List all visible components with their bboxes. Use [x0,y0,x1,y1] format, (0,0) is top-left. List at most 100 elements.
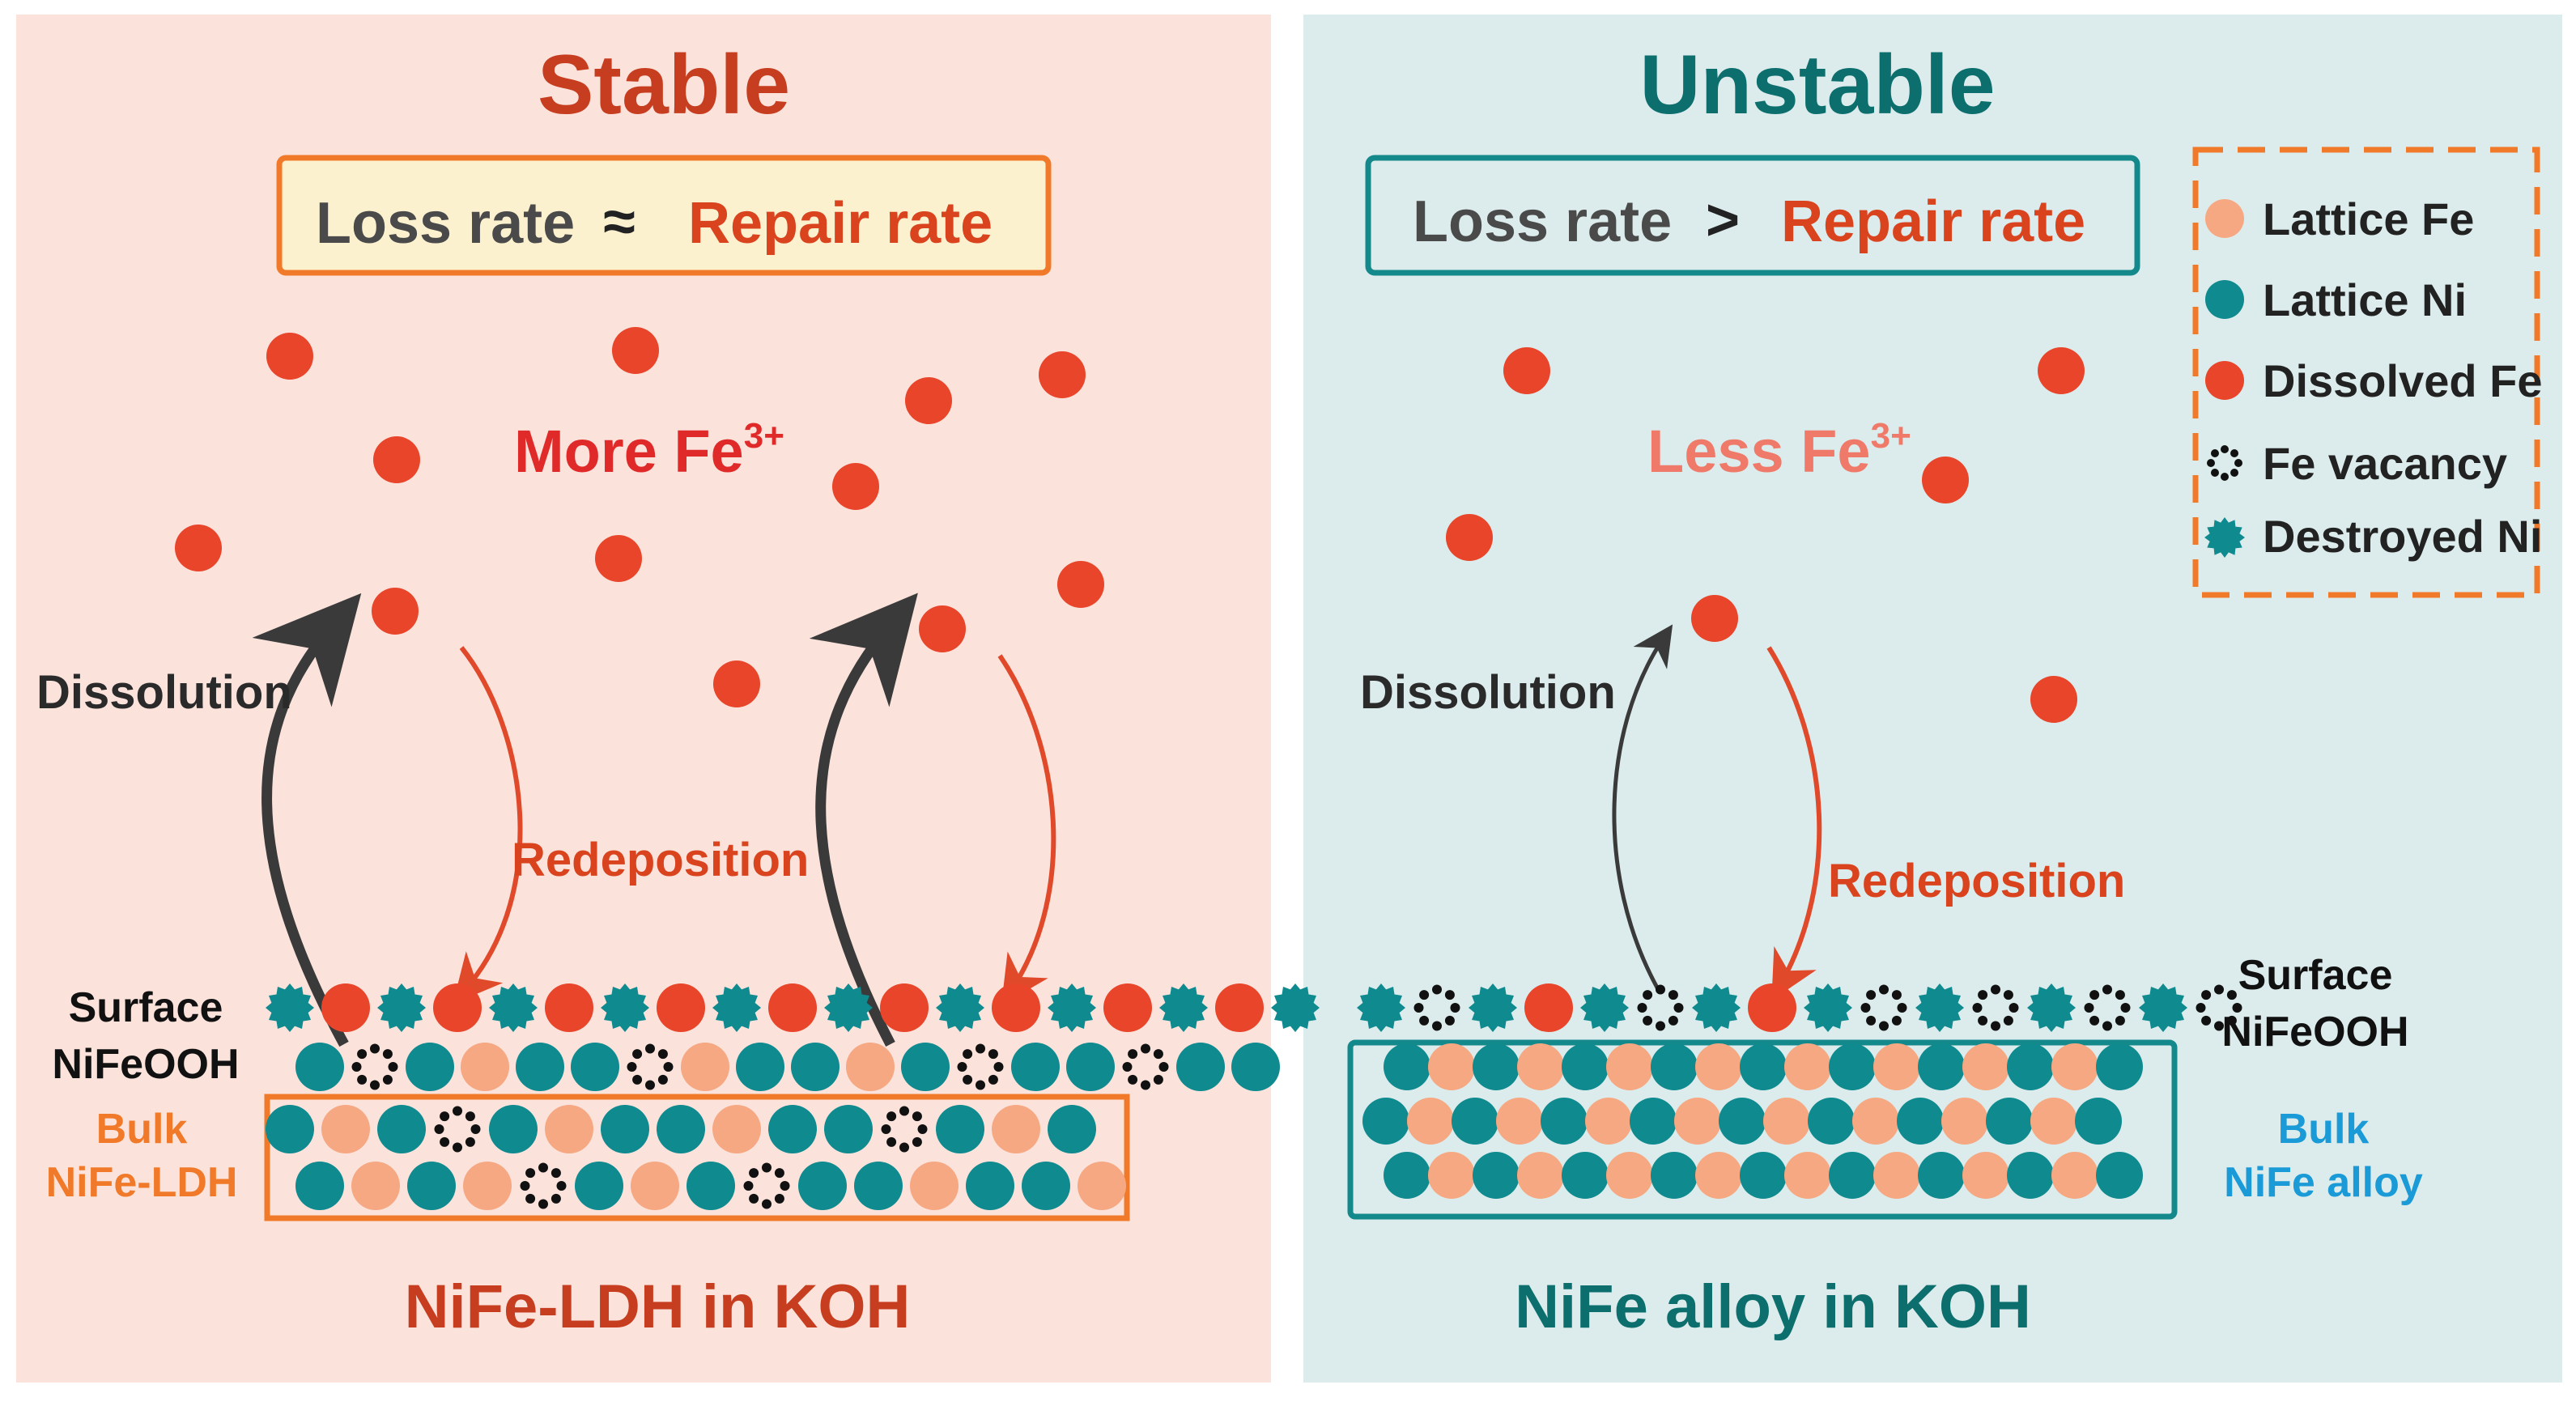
dissolved-fe-particle [713,661,760,707]
legend-label-lattice-fe: Lattice Fe [2263,193,2474,244]
fe-vacancy-particle [2196,984,2242,1031]
fe-vacancy-particle [743,1162,790,1209]
lattice-ni-particle [791,1043,840,1091]
lattice-fe-particle [1585,1098,1632,1145]
right-bulk-box [1347,1039,2178,1220]
dissolved-fe-particle [433,983,482,1032]
destroyed-ni-particle [2027,983,2076,1032]
destroyed-ni-particle [1692,983,1741,1032]
lattice-fe-particle [681,1043,729,1091]
lattice-fe-particle [463,1162,512,1210]
right-rate-repair: Repair rate [1781,189,2085,254]
dissolved-fe-particle [1057,561,1104,608]
left-rate-symbol: ≈ [603,189,635,254]
left-caption: NiFe-LDH in KOH [405,1272,911,1341]
lattice-ni-particle [657,1105,705,1153]
lattice-ni-particle [854,1162,903,1210]
lattice-ni-particle [2096,1152,2143,1199]
lattice-fe-particle [631,1162,679,1210]
destroyed-ni-particle [936,983,984,1032]
dissolved-fe-particle [1039,351,1086,398]
lattice-ni-particle [1740,1152,1787,1199]
left-dissolution-arrow-2 [809,593,918,1047]
fe-vacancy-particle [520,1162,567,1209]
lattice-fe-particle [1962,1152,2009,1199]
lattice-fe-particle [1852,1098,1899,1145]
dissolved-fe-particle [905,377,952,424]
right-rate-loss: Loss rate [1413,189,1672,254]
dissolved-fe-particle [1503,347,1550,394]
dissolved-fe-particle [1103,983,1152,1032]
fe-vacancy-particle [434,1106,481,1153]
dissolved-fe-particle [2030,676,2077,723]
dissolved-fe-particle [768,983,817,1032]
lattice-fe-particle [1873,1152,1920,1199]
lattice-ni-particle [1829,1152,1876,1199]
fe-vacancy-particle [351,1043,398,1090]
right-lattice-group [1357,983,2242,1199]
lattice-ni-particle [1022,1162,1070,1210]
dissolved-fe-particle [1691,595,1738,642]
lattice-fe-particle [1517,1152,1564,1199]
fe-vacancy-particle [1972,984,2019,1031]
lattice-ni-particle [1562,1152,1609,1199]
lattice-ni-particle [377,1105,426,1153]
lattice-ni-particle [2075,1098,2122,1145]
lattice-ni-particle [295,1043,344,1091]
dissolved-fe-particle [919,605,966,652]
lattice-fe-particle [1695,1152,1742,1199]
lattice-fe-particle [1606,1043,1653,1090]
lattice-fe-particle [910,1162,959,1210]
lattice-ni-particle [2007,1043,2054,1090]
legend-label-lattice-ni: Lattice Ni [2263,274,2467,325]
lattice-ni-particle [2007,1152,2054,1199]
lattice-fe-particle [545,1105,593,1153]
destroyed-ni-icon [2204,517,2245,558]
dissolved-fe-particle [373,436,420,483]
dissolved-fe-particle [832,463,879,510]
destroyed-ni-particle [1804,983,1852,1032]
left-dissolution-label: Dissolution [36,666,292,719]
fe-vacancy-particle [1413,984,1460,1031]
fe-vacancy-particle [2084,984,2131,1031]
dissolved-fe-particle [1215,983,1264,1032]
lattice-fe-particle [351,1162,400,1210]
lattice-fe-particle [846,1043,895,1091]
lattice-fe-particle [1784,1043,1831,1090]
legend-box [2192,147,2540,598]
destroyed-ni-particle [824,983,873,1032]
left-lattice-group [266,983,1320,1210]
lattice-ni-particle [489,1105,538,1153]
lattice-ni-particle [1651,1043,1698,1090]
lattice-ni-particle [1897,1098,1944,1145]
lattice-ni-particle [1918,1152,1965,1199]
fe-vacancy-icon [2207,445,2242,481]
lattice-fe-particle [2051,1152,2098,1199]
legend-label-destroyed-ni: Destroyed Ni [2263,511,2542,562]
destroyed-ni-particle [712,983,761,1032]
legend-label-dissolved-fe: Dissolved Fe [2263,355,2542,406]
left-rate-loss: Loss rate [316,191,575,256]
lattice-fe-particle [461,1043,509,1091]
lattice-ni-particle [936,1105,984,1153]
destroyed-ni-particle [266,983,314,1032]
dissolved-fe-particle [612,327,659,374]
lattice-ni-icon [2205,280,2244,319]
lattice-ni-particle [1651,1152,1698,1199]
lattice-ni-particle [966,1162,1014,1210]
fe-vacancy-particle [1637,984,1684,1031]
lattice-fe-particle [712,1105,761,1153]
lattice-fe-particle [2051,1043,2098,1090]
destroyed-ni-particle [1357,983,1405,1032]
lattice-ni-particle [2096,1043,2143,1090]
lattice-ni-particle [1473,1043,1520,1090]
right-caption: NiFe alloy in KOH [1515,1272,2031,1341]
destroyed-ni-particle [2139,983,2187,1032]
fe-vacancy-particle [627,1043,674,1090]
lattice-ni-particle [1829,1043,1876,1090]
dissolved-fe-icon [2205,361,2244,400]
lattice-fe-particle [1496,1098,1543,1145]
right-title: Unstable [1639,38,1995,132]
